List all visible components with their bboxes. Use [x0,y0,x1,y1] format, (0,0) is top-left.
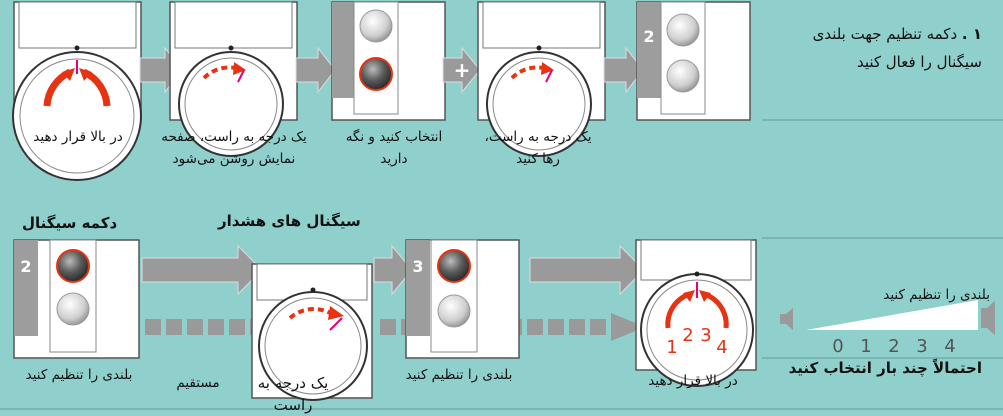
row1-panel-button-hold [331,1,446,121]
speaker-high-icon [981,301,995,335]
volume-note: بلندی را تنظیم کنید [883,287,990,303]
step1-text: دکمه تنظیم جهت بلندی سیگنال را فعال کنید [812,25,982,71]
row1-arrow-3 [442,46,481,94]
row1-caption-4: یک درجه به راست، رها کنید [484,129,592,167]
row2-arrow-1 [141,244,263,296]
row1-caption-3: انتخاب کنید و نگه دارید [345,129,443,167]
row1-panel-dial-step-right [169,1,298,157]
volume-scale-1: 1 [860,336,871,357]
row2-panel-number-2: 2 [20,257,31,276]
row1-arrow-2 [295,46,336,94]
row1-panel-dial-release [477,1,606,157]
row1-caption-1: در بالا قرار دهید [33,129,123,145]
volume-scale-0: 0 [832,336,843,357]
dial-number-4: 4 [716,337,727,358]
heading-warning-signals: سیگنال های هشدار [218,212,361,230]
step1-instruction: ۱ . دکمه تنظیم جهت بلندی سیگنال را فعال … [772,20,982,76]
row2-arrow-2 [373,244,413,296]
row1-arrow-4 [603,46,644,94]
row2-panel-signal-button [13,239,140,359]
row2-panel-dial-numbers [635,239,757,387]
row1-panel-number: 2 [643,27,654,46]
volume-scale-3: 3 [916,336,927,357]
row1-panel-button-2: 2 [636,1,751,121]
speaker-low-icon [780,308,793,330]
row2-arrow-3 [529,244,645,296]
volume-wedge [806,300,978,330]
dial-number-1: 1 [666,337,677,358]
volume-scale-2: 2 [888,336,899,357]
step1-number: ۱ . [961,25,982,43]
volume-scale [780,300,995,335]
row1-panel-dial-top [12,1,142,181]
row2-panel-number-3: 3 [412,257,423,276]
row2-caption-one-step-right: یک درجه به راست [257,374,329,414]
heading-signal-button: دکمه سیگنال [22,214,118,232]
dial-number-3: 3 [700,325,711,346]
row2-caption-set-volume-left: بلندی را تنظیم کنید [25,367,133,383]
row2-panel-button-3 [405,239,520,359]
volume-scale-4: 4 [944,336,955,357]
row2-caption-place-top: در بالا قرار دهید [648,373,738,389]
plus-sign: + [454,58,471,82]
row2-caption-set-volume-mid: بلندی را تنظیم کنید [405,367,513,383]
row1-caption-2: یک درجه به راست، صفحه نمایش روشن می‌شود [161,129,307,167]
direct-dashed-arrow [145,313,645,341]
row2-panel-dial-step-right [251,263,373,401]
dial-number-2: 2 [682,325,693,346]
row2-caption-direct: مستقیم [176,375,220,391]
select-note: احتمالاً چند بار انتخاب کنید [788,359,982,377]
